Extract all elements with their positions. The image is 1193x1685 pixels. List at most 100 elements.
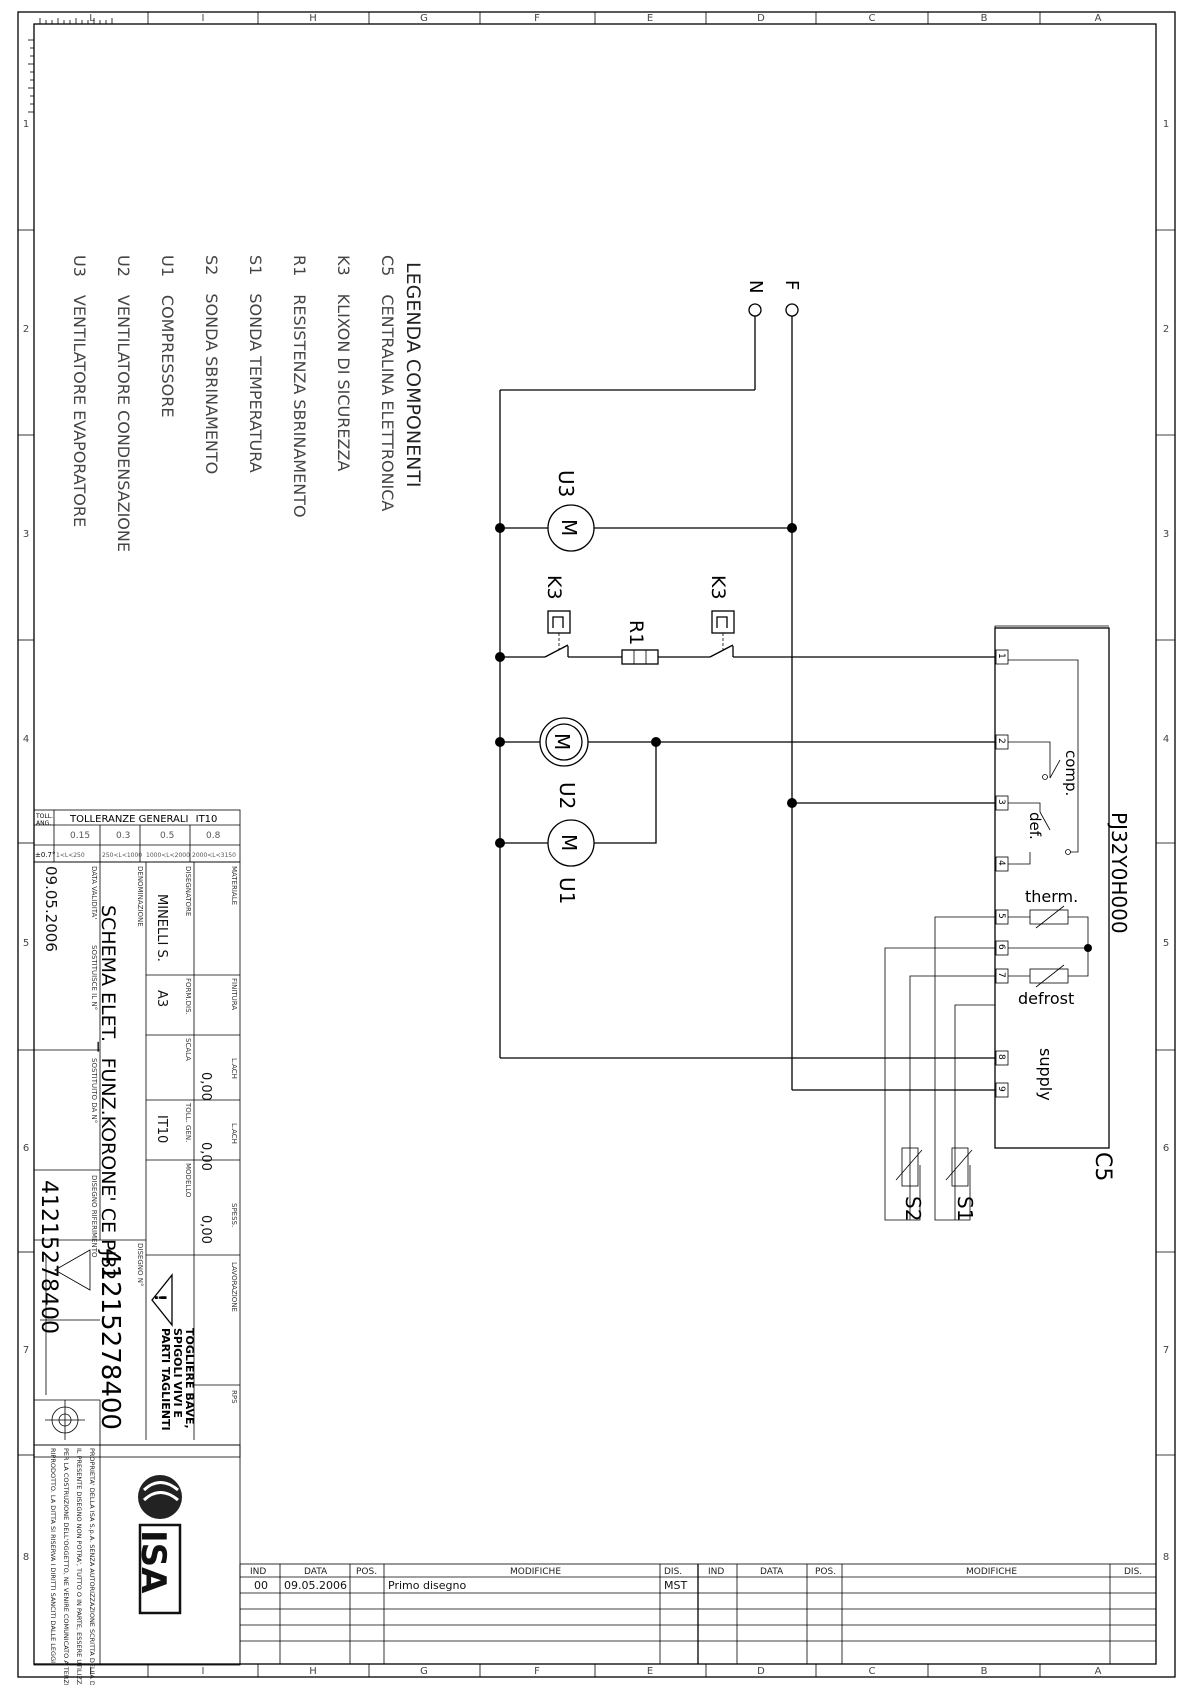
tol-range: 1<L<250: [56, 852, 85, 859]
warning-line-1: TOGLIERE BAVE,: [183, 1328, 196, 1429]
junctions: [495, 523, 1092, 952]
column-label: A: [1095, 13, 1102, 24]
row-label: 6: [23, 1143, 29, 1154]
column-label: I: [202, 1666, 205, 1677]
val-denominazione: SCHEMA ELET._ FUNZ.KORONE' CE PJ32: [97, 905, 119, 1280]
column-label: I: [202, 13, 205, 24]
legend-code: U2: [114, 255, 133, 277]
row-label: 8: [23, 1552, 29, 1563]
tol-title: TOLLERANZE GENERALI IT10: [69, 814, 217, 825]
tol-value: 0.3: [116, 831, 130, 841]
column-label: B: [981, 1666, 988, 1677]
row-label: 6: [1163, 1143, 1169, 1154]
lbl-finitura: FINITURA: [230, 978, 238, 1010]
controller-ref: C5: [1090, 1152, 1115, 1181]
column-label: E: [647, 13, 653, 24]
supply-f-label: F: [781, 280, 802, 290]
motor-symbol: M: [557, 519, 581, 536]
terminal-number: 9: [996, 1086, 1006, 1092]
lbl-denominazione: DENOMINAZIONE: [136, 866, 144, 927]
legend-code: U3: [70, 255, 89, 277]
column-label: A: [1095, 1666, 1102, 1677]
projection-symbol: [40, 1249, 100, 1440]
legend-code: S1: [246, 255, 265, 275]
val-data-validita: 09.05.2006: [42, 866, 60, 952]
revision-header: DIS.: [664, 1567, 682, 1577]
controller-model: PJ32Y0H000: [1107, 812, 1131, 934]
disclaimer-line: PROPRIETA' DELLA ISA S.p.A. SENZA AUTORI…: [88, 1448, 96, 1685]
column-label: G: [420, 13, 428, 24]
val-formato: A3: [154, 990, 169, 1007]
revision-header: POS.: [356, 1567, 377, 1577]
terminal-number: 3: [996, 799, 1006, 805]
legend-code: C5: [378, 255, 397, 276]
therm-label: therm.: [1025, 887, 1078, 906]
buses: [499, 316, 995, 1091]
supply-terminals: F N: [745, 280, 802, 317]
revision-modifiche: Primo disegno: [388, 1579, 466, 1592]
r1-label: R1: [625, 620, 647, 645]
tol-value: 0.5: [160, 831, 174, 841]
legend-text: KLIXON DI SICUREZZA: [334, 294, 353, 472]
legend-text: SONDA TEMPERATURA: [246, 293, 265, 472]
tol-range: 250<L<1000: [102, 852, 142, 859]
s1-label: S1: [953, 1196, 977, 1221]
legend-code: S2: [202, 255, 221, 275]
lbl-formato: FORM.DIS.: [184, 978, 192, 1015]
row-label: 1: [1163, 119, 1169, 130]
isa-logo: ISA: [133, 1475, 182, 1615]
lbl-toll-gen: TOLL. GEN.: [184, 1102, 192, 1142]
comp-relay-label: comp.: [1062, 750, 1080, 796]
val-toll-gen: IT10: [154, 1115, 169, 1143]
warning-line-3: PARTI TAGLIENTI: [159, 1328, 172, 1431]
val-disegno-rif: 41215278400: [36, 1180, 61, 1334]
lbl-scala: SCALA: [184, 1038, 192, 1061]
legend-text: SONDA SBRINAMENTO: [202, 293, 221, 474]
tol-head-ang: ANG.: [36, 820, 51, 827]
legend-text: VENTILATORE EVAPORATORE: [70, 295, 89, 527]
motor-symbol: M: [550, 733, 574, 750]
fan-u3: M U3: [500, 470, 792, 552]
column-label: G: [420, 1666, 428, 1677]
column-label: B: [981, 13, 988, 24]
motor-symbol: M: [557, 834, 581, 851]
terminal-number: 7: [996, 972, 1006, 978]
column-label: E: [647, 1666, 653, 1677]
def-relay-label: def.: [1026, 812, 1044, 840]
compressor-u1: M U1: [500, 742, 657, 904]
lbl-materiale: MATERIALE: [230, 866, 238, 905]
legend: LEGENDA COMPONENTI C5CENTRALINA ELETTRON…: [70, 255, 424, 552]
row-label: 2: [1163, 324, 1169, 335]
legend-text: RESISTENZA SBRINAMENTO: [290, 294, 309, 517]
lbl-sostituisce: SOSTITUISCE IL N°: [90, 945, 98, 1010]
row-label: 3: [23, 529, 29, 540]
column-label: H: [309, 13, 317, 24]
terminal-box: [995, 1082, 1009, 1098]
legend-text: VENTILATORE CONDENSAZIONE: [114, 295, 133, 552]
column-label: C: [869, 1666, 876, 1677]
column-label: D: [757, 1666, 765, 1677]
terminal-number: 1: [996, 653, 1006, 659]
revision-ind: 00: [254, 1579, 268, 1592]
val-l-ach1: 0,00: [198, 1072, 213, 1101]
row-label: 8: [1163, 1552, 1169, 1563]
title-block-grid: [33, 861, 241, 1458]
legend-item: C5CENTRALINA ELETTRONICA: [378, 255, 397, 511]
lbl-lavorazione: LAVORAZIONE: [230, 1262, 238, 1312]
probe-wiring: S1 S2: [884, 916, 995, 1221]
revision-header: MODIFICHE: [510, 1567, 561, 1577]
disclaimer-line: PER LA COSTRUZIONE DELL'OGGETTO, NE VENI…: [62, 1448, 70, 1685]
row-label: 2: [23, 324, 29, 335]
revision-header: POS.: [815, 1567, 836, 1577]
row-label: 3: [1163, 529, 1169, 540]
legend-item: U3VENTILATORE EVAPORATORE: [70, 255, 89, 527]
row-label: 5: [1163, 938, 1169, 949]
legend-text: COMPRESSORE: [158, 295, 177, 418]
row-label: 7: [1163, 1345, 1169, 1356]
svg-text:!: !: [151, 1294, 170, 1301]
revision-header: DATA: [304, 1567, 328, 1577]
legend-item: R1RESISTENZA SBRINAMENTO: [290, 255, 309, 518]
terminal-box: [995, 649, 1009, 665]
terminal-number: 5: [996, 913, 1006, 919]
